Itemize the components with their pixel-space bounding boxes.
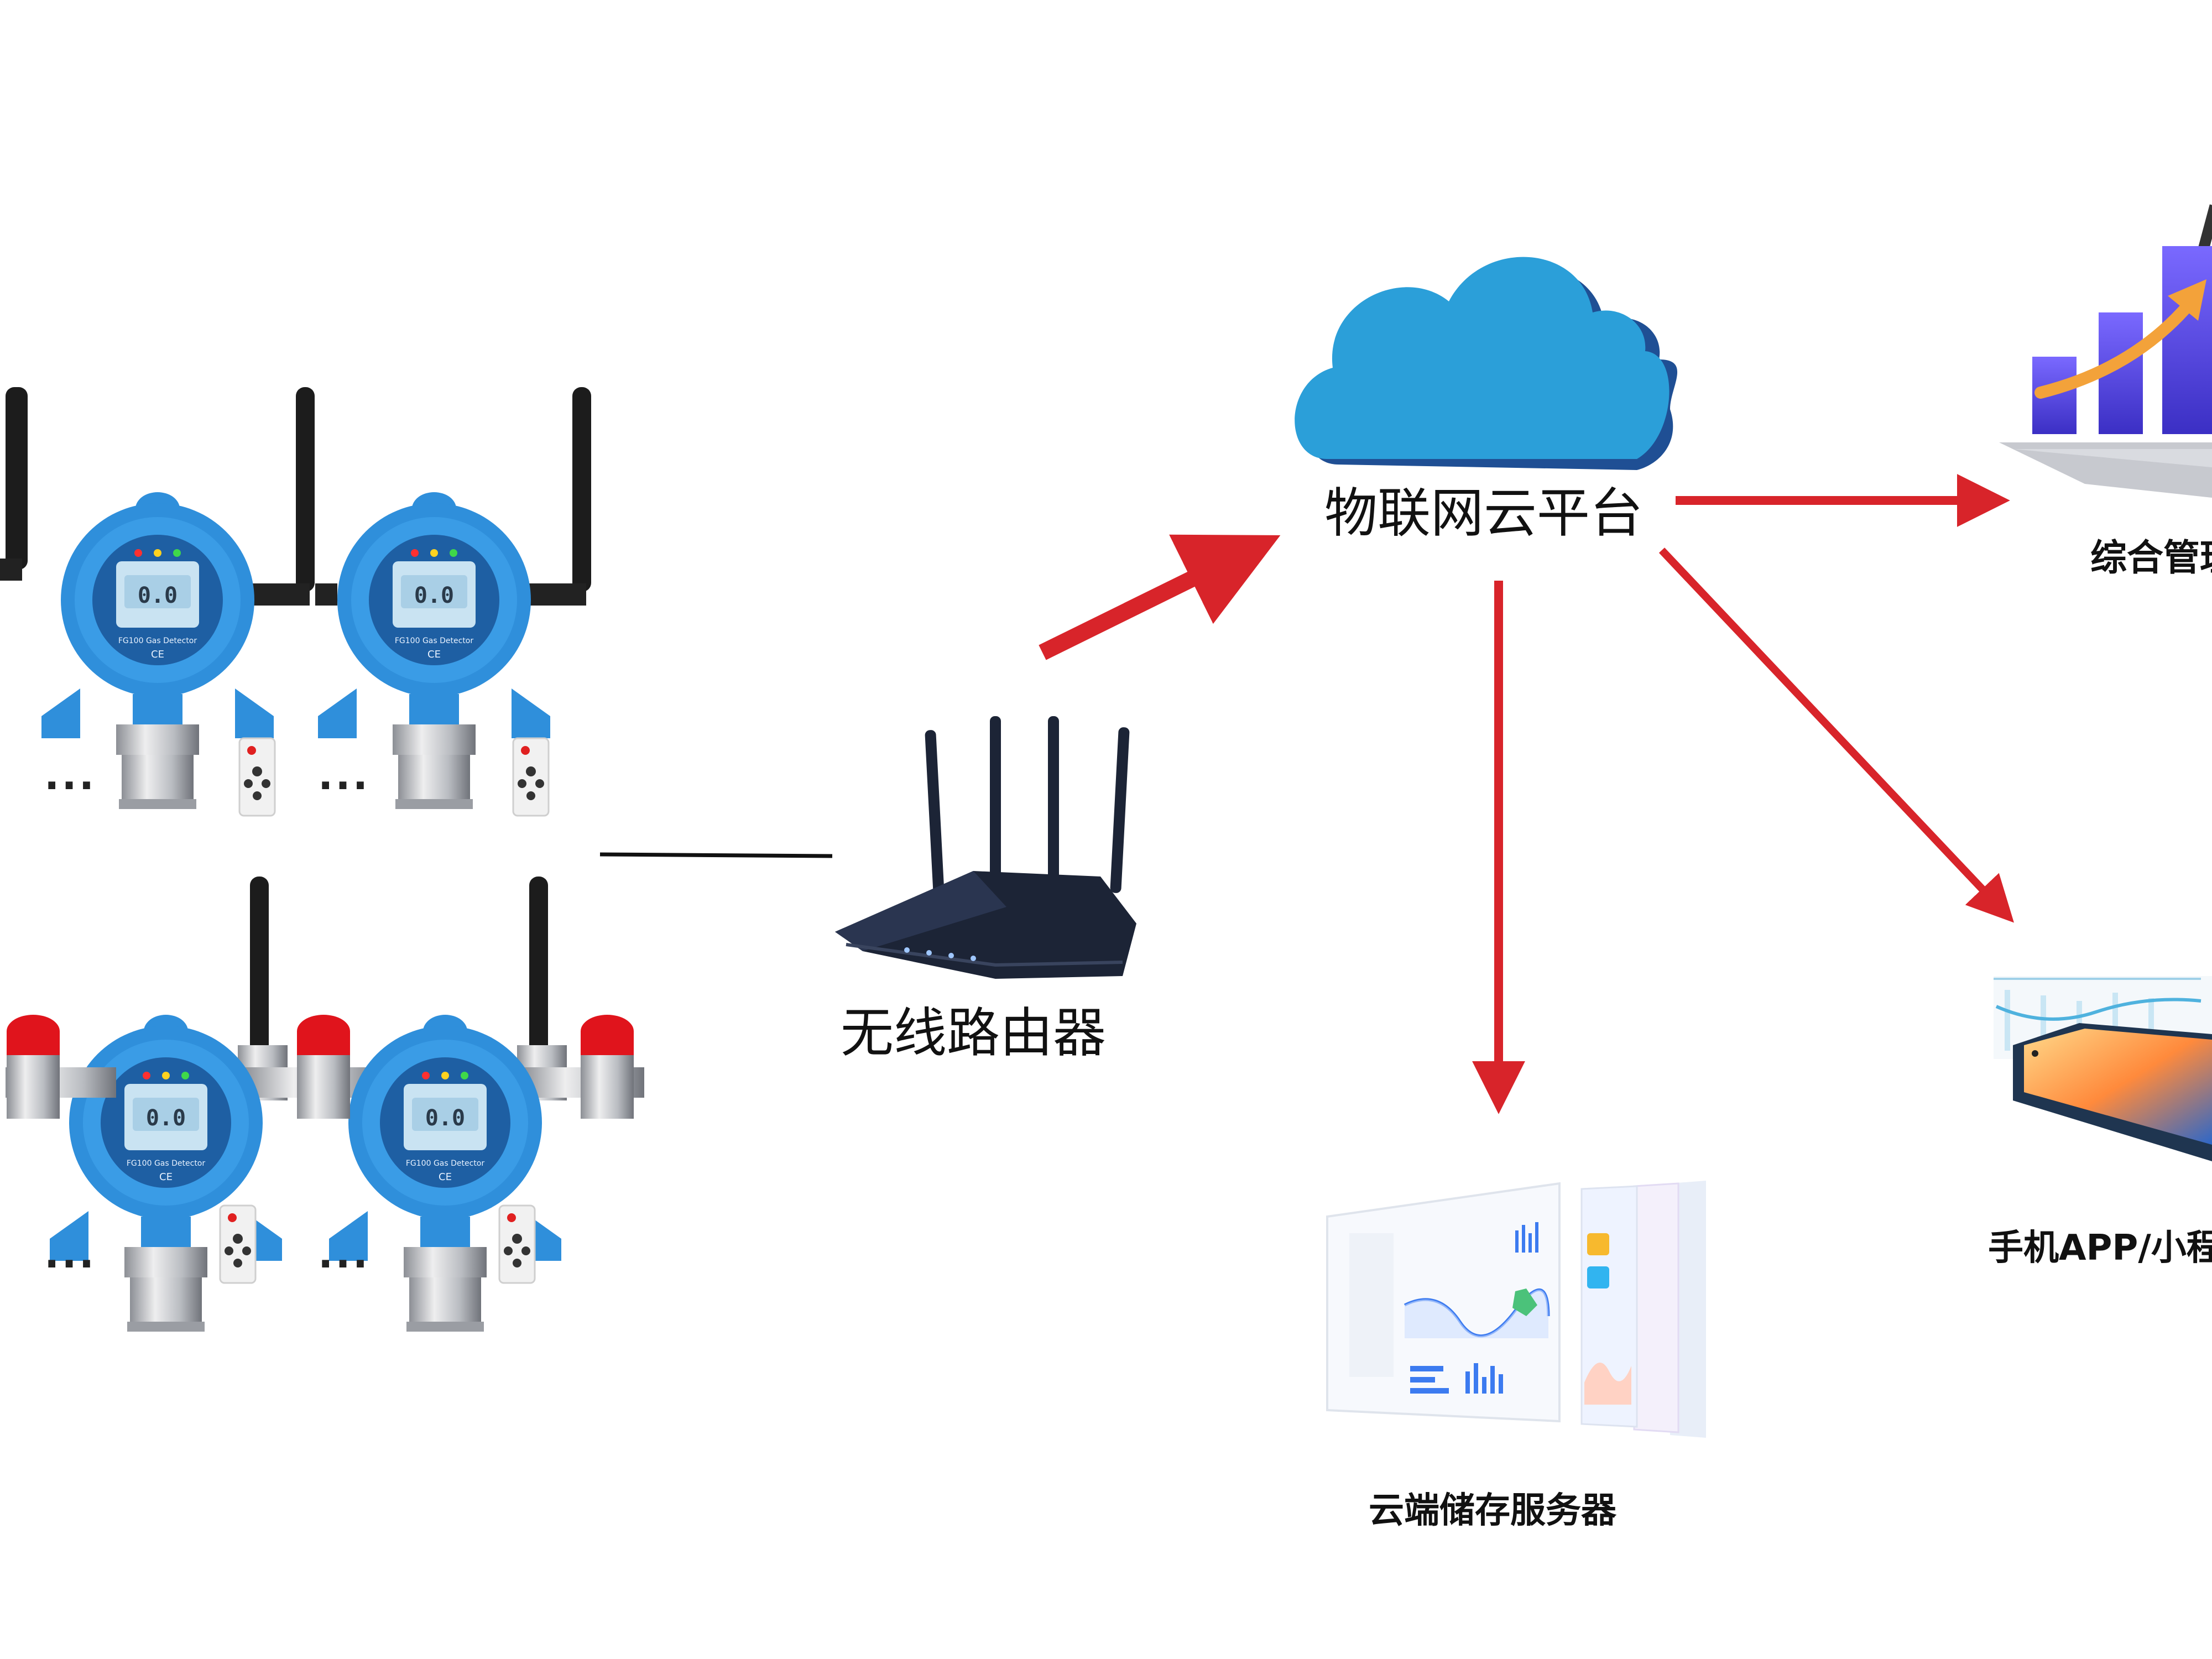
data-flow-arrows: [1039, 474, 2014, 1114]
remote-control-icon: [238, 737, 276, 817]
router-icon: [835, 716, 1136, 979]
smartphone-icon: [1994, 976, 2212, 1161]
management-label: 综合管理: [2090, 536, 2212, 579]
router-label: 无线路由器: [841, 1002, 1106, 1064]
gas-detector-icon: [41, 387, 315, 809]
alarm-lamp-icon: [297, 1015, 350, 1119]
alarm-lamp-icon: [7, 1015, 60, 1119]
mobile-app-label: 手机APP/小程: [1988, 1228, 2212, 1269]
gas-detector-icon: [0, 387, 28, 581]
remote-control-icon: [219, 1204, 257, 1284]
cloud-platform-label: 物联网云平台: [1324, 482, 1643, 544]
dashboard-screens-icon: [1326, 1181, 1706, 1438]
remote-control-icon: [512, 737, 550, 817]
more-devices-ellipsis: ...: [318, 1230, 371, 1277]
router-to-cloud-arrow: [1039, 534, 1281, 660]
cloud-to-app-arrow: [1658, 547, 2014, 923]
sensor-group: [0, 387, 644, 1332]
wired-link: [599, 852, 833, 858]
more-devices-ellipsis: ...: [44, 752, 97, 799]
gas-detector-icon: [315, 387, 591, 809]
more-devices-ellipsis: ...: [318, 752, 371, 799]
cloud-server-label: 云端储存服务器: [1369, 1490, 1616, 1531]
remote-control-icon: [498, 1204, 536, 1284]
more-devices-ellipsis: ...: [44, 1230, 97, 1277]
laptop-chart-icon: [1999, 204, 2212, 498]
alarm-lamp-icon: [581, 1015, 634, 1119]
cloud-icon: [1295, 257, 1678, 470]
